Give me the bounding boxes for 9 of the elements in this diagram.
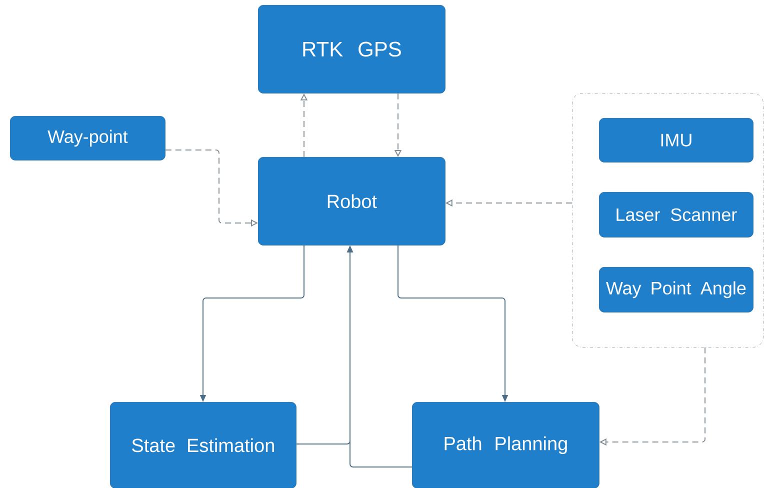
process-box: Robot: [258, 157, 446, 246]
process-box: Path Planning: [412, 402, 600, 488]
process-box: State Estimation: [110, 402, 296, 488]
process-box: Way Point Angle: [599, 267, 754, 312]
process-box: Way-point: [10, 116, 166, 160]
dash-dot-frame: [572, 93, 764, 348]
process-box: IMU: [599, 118, 754, 162]
process-box: Laser Scanner: [599, 192, 754, 238]
process-box: RTK GPS: [258, 5, 446, 94]
